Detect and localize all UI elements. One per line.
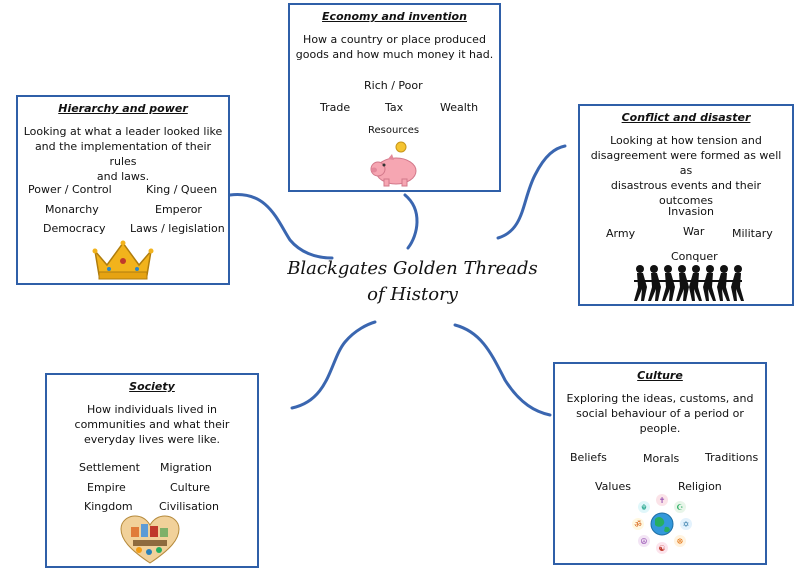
keyword-beliefs: Beliefs <box>570 451 607 464</box>
keyword-wealth: Wealth <box>440 101 479 114</box>
keyword-king-queen: King / Queen <box>146 183 218 196</box>
keyword-culture: Culture <box>170 481 211 494</box>
world-religions-icon: ✝ ☪ ✡ ☸ ☯ ☮ ॐ ☬ <box>632 494 692 554</box>
keyword-morals: Morals <box>643 452 680 465</box>
connector-hierarchy <box>228 193 334 260</box>
economy-box: Economy and invention How a country or p… <box>288 3 501 192</box>
connector-society <box>290 320 377 410</box>
connector-culture <box>453 323 552 417</box>
crown-icon <box>92 240 154 280</box>
keyword-war: War <box>683 225 705 238</box>
keyword-invasion: Invasion <box>668 205 714 218</box>
connector-economy <box>403 193 419 250</box>
keyword-settlement: Settlement <box>79 461 140 474</box>
economy-title: Economy and invention <box>322 10 467 23</box>
keyword-rich-poor: Rich / Poor <box>364 79 423 92</box>
center-title-line-2: of History <box>367 284 458 305</box>
center-title: Blackgates Golden Threads of History <box>270 256 555 308</box>
keyword-laws-legislation: Laws / legislation <box>130 222 225 235</box>
keyword-resources: Resources <box>368 125 420 136</box>
svg-text:ॐ: ॐ <box>634 520 641 529</box>
tug-of-war-icon <box>634 265 744 301</box>
keyword-traditions: Traditions <box>705 451 759 464</box>
svg-text:✡: ✡ <box>683 520 690 529</box>
keyword-values: Values <box>595 480 631 493</box>
conflict-box: Conflict and disaster Looking at how ten… <box>578 104 794 306</box>
svg-text:☯: ☯ <box>658 544 665 553</box>
keyword-conquer: Conquer <box>671 250 718 263</box>
keyword-monarchy: Monarchy <box>45 203 99 216</box>
hierarchy-title: Hierarchy and power <box>58 102 188 115</box>
society-title: Society <box>129 380 175 393</box>
svg-text:☸: ☸ <box>676 537 683 546</box>
svg-text:☬: ☬ <box>641 503 647 512</box>
keyword-religion: Religion <box>678 480 722 493</box>
conflict-title: Conflict and disaster <box>621 111 751 124</box>
keyword-military: Military <box>732 227 773 240</box>
center-title-line-1: Blackgates Golden Threads <box>287 258 538 279</box>
svg-text:✝: ✝ <box>659 496 666 505</box>
connector-conflict <box>496 144 567 240</box>
keyword-empire: Empire <box>87 481 126 494</box>
svg-text:☮: ☮ <box>640 537 647 546</box>
keyword-kingdom: Kingdom <box>84 500 133 513</box>
hierarchy-box: Hierarchy and power Looking at what a le… <box>16 95 230 285</box>
keyword-migration: Migration <box>160 461 212 474</box>
community-heart-icon <box>120 515 180 564</box>
keyword-trade: Trade <box>320 101 351 114</box>
keyword-democracy: Democracy <box>43 222 106 235</box>
svg-text:☪: ☪ <box>676 503 683 512</box>
piggy-bank-icon <box>370 141 417 187</box>
culture-title: Culture <box>637 369 683 382</box>
keyword-civilisation: Civilisation <box>159 500 219 513</box>
keyword-power-control: Power / Control <box>28 183 112 196</box>
keyword-army: Army <box>606 227 636 240</box>
keyword-tax: Tax <box>385 101 404 114</box>
culture-box: Culture Exploring the ideas, customs, an… <box>553 362 767 565</box>
keyword-emperor: Emperor <box>155 203 202 216</box>
